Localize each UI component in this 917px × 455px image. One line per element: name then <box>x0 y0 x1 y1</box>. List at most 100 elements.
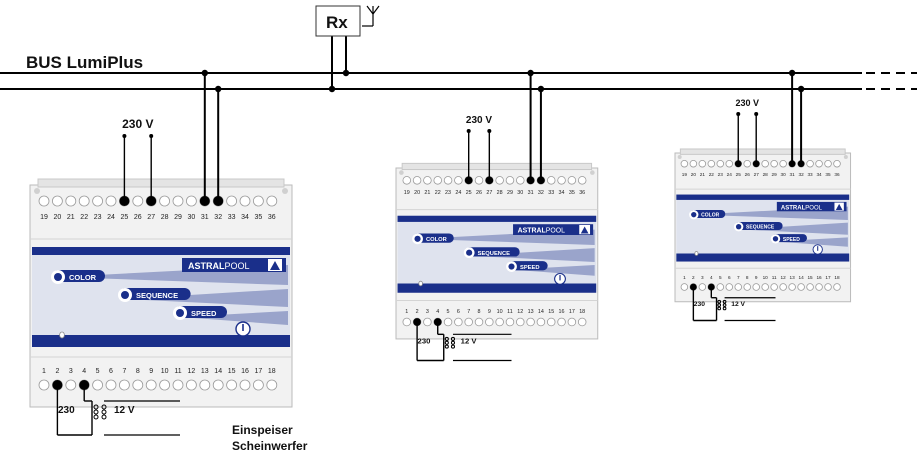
terminal-screw <box>761 159 769 168</box>
mounting-screw <box>677 155 682 160</box>
supply-voltage-label: 230 V <box>122 117 153 131</box>
terminal-screw <box>226 195 238 207</box>
panel-button-core <box>414 235 421 242</box>
terminal-screw <box>770 159 778 168</box>
mounting-screw <box>590 170 595 175</box>
panel-button-label: COLOR <box>701 213 719 219</box>
panel-button-core <box>466 249 473 256</box>
terminal-number: 18 <box>834 275 840 280</box>
panel-bottom-band <box>397 283 597 293</box>
terminal-number: 30 <box>188 214 196 221</box>
terminal-screw <box>689 159 698 168</box>
logo-peak <box>580 226 589 234</box>
terminal-screw <box>495 317 504 327</box>
terminal-number: 36 <box>834 172 840 177</box>
module-top-rail <box>401 162 593 171</box>
terminal-number: 18 <box>268 368 276 375</box>
terminal-screw <box>474 317 484 327</box>
terminal-screw <box>698 283 707 291</box>
junction-dot <box>788 69 796 77</box>
terminal-number: 8 <box>478 309 481 315</box>
logo-peak <box>270 261 280 270</box>
terminal-screw <box>788 283 796 291</box>
terminal-screw <box>734 283 742 291</box>
panel-button-label: SEQUENCE <box>478 251 511 257</box>
panel-button-core <box>772 236 779 242</box>
transformer-coil <box>717 299 722 304</box>
terminal-screw <box>824 283 832 291</box>
receiver: Rx <box>315 5 380 37</box>
terminal-number: 3 <box>701 275 704 280</box>
terminal-screw <box>577 176 587 185</box>
panel-stripe <box>511 265 595 276</box>
terminal-number: 14 <box>214 368 222 375</box>
panel-bottom-band <box>32 335 290 347</box>
panel-stripe <box>469 248 595 262</box>
terminal-screw <box>716 159 725 168</box>
output-voltage-label: 12 V <box>461 337 478 346</box>
panel-button-bar <box>52 270 105 282</box>
terminal-number: 10 <box>497 309 503 315</box>
terminal-number: 6 <box>728 275 731 280</box>
terminal-number: 13 <box>528 309 534 315</box>
terminal-screw <box>516 176 525 185</box>
terminal-number: 12 <box>188 368 196 375</box>
terminal-number: 18 <box>579 309 585 315</box>
supply-voltage-label: 230 V <box>466 115 492 126</box>
supply-dot <box>149 134 154 138</box>
brand-plate <box>513 224 594 235</box>
wired-terminal <box>788 160 796 168</box>
wired-terminal <box>146 196 157 206</box>
terminal-screw <box>239 195 251 207</box>
terminal-number: 26 <box>745 172 751 177</box>
astralpool-logo-icon <box>834 202 844 211</box>
transformer-coil <box>101 414 107 420</box>
supply-dot <box>754 112 759 116</box>
panel-button-core <box>176 309 184 317</box>
status-led <box>694 251 699 256</box>
terminal-number: 10 <box>161 368 169 375</box>
terminal-number: 33 <box>548 190 554 196</box>
terminal-screw <box>567 176 577 185</box>
terminal-number: 31 <box>528 190 534 196</box>
transformer-primary-label: 230 <box>694 301 705 308</box>
terminal-screw <box>474 176 484 185</box>
terminal-screw <box>52 195 63 207</box>
brand-name: ASTRALPOOL <box>781 205 823 211</box>
terminal-number: 16 <box>241 368 249 375</box>
terminal-number: 23 <box>445 190 451 196</box>
terminal-number: 17 <box>569 309 575 315</box>
terminal-screw <box>454 176 463 185</box>
transformer-primary-label: 230 <box>418 337 431 346</box>
terminal-screw <box>505 317 515 327</box>
terminal-number: 5 <box>447 309 450 315</box>
terminal-screw <box>65 379 77 391</box>
terminal-number: 35 <box>825 172 831 177</box>
terminal-screw <box>212 379 224 391</box>
terminal-number: 14 <box>538 309 544 315</box>
terminal-number: 33 <box>228 214 236 221</box>
terminal-number: 11 <box>174 368 181 375</box>
terminal-number: 16 <box>559 309 565 315</box>
power-icon <box>235 321 251 337</box>
terminal-number: 27 <box>754 172 760 177</box>
brand-plate <box>776 201 847 212</box>
terminal-number: 3 <box>69 368 73 375</box>
terminal-number: 25 <box>466 190 472 196</box>
terminal-screw <box>423 317 432 327</box>
terminal-screw <box>725 159 734 168</box>
logo-peak <box>835 203 843 210</box>
terminal-number: 11 <box>772 275 777 280</box>
astralpool-logo-icon <box>579 224 591 235</box>
terminal-number: 29 <box>507 190 513 196</box>
terminal-number: 6 <box>457 309 460 315</box>
terminal-number: 35 <box>569 190 575 196</box>
wired-terminal <box>464 176 473 185</box>
terminal-screw <box>266 195 278 207</box>
terminal-screw <box>833 159 841 168</box>
terminal-number: 30 <box>781 172 787 177</box>
panel-bottom-band <box>676 253 850 262</box>
terminal-number: 35 <box>255 214 263 221</box>
terminal-number: 31 <box>201 214 209 221</box>
